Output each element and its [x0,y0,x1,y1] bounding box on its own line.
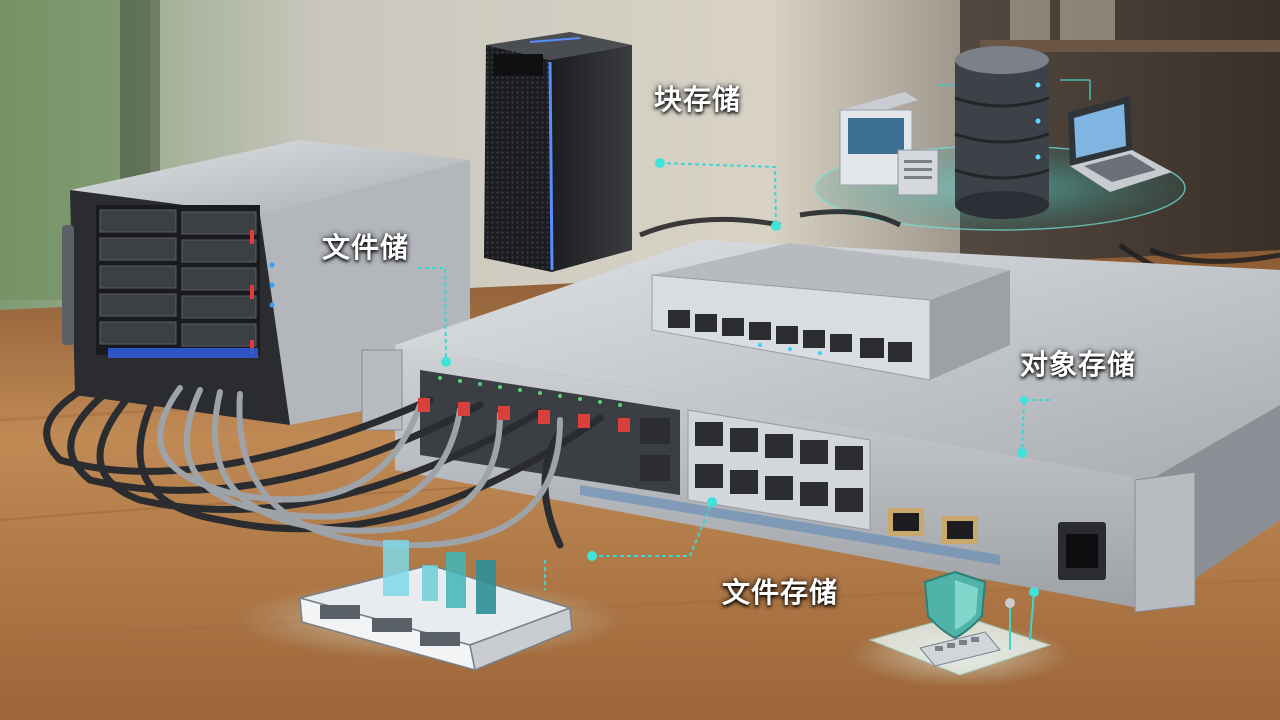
security-hologram [850,570,1070,687]
bar-chart-icon [383,540,496,614]
desktop-computer-icon [839,92,939,196]
label-file-storage-bottom: 文件存储 [722,576,839,609]
object-storage-hologram [814,46,1186,231]
label-file-storage-top: 文件储 [322,231,410,264]
database-icon [954,46,1050,219]
laptop-icon [1068,96,1172,192]
label-object-storage: 对象存储 [1020,348,1137,381]
connector-lines [418,162,1050,590]
shield-icon [923,570,987,640]
connector-dots [441,158,1028,561]
label-block-storage: 块存储 [654,83,742,116]
network-cables [43,376,630,549]
keyboard-icon [919,631,1001,667]
tower-server [484,32,632,272]
storage-bars-hologram [235,540,625,672]
small-switch [651,243,1010,381]
